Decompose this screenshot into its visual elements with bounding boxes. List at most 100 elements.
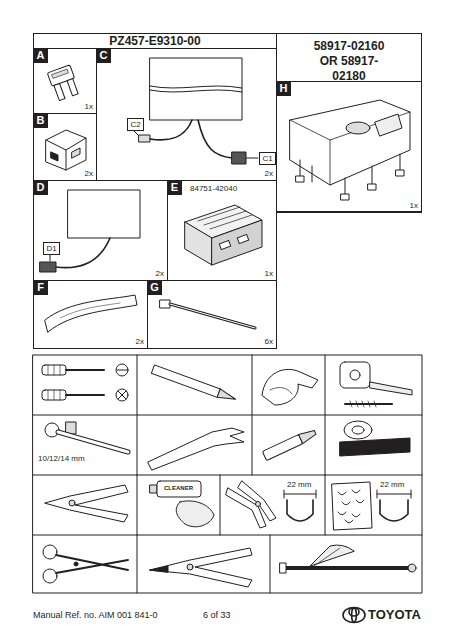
cleaner-bottle-icon: [157, 481, 201, 497]
switch-module-drawing: [237, 234, 248, 243]
callout-letter: C1: [260, 153, 275, 164]
hog-ring-pliers-icon: [226, 481, 276, 528]
dimension-line: [284, 490, 316, 498]
heater-pad-drawing: [139, 135, 150, 142]
quantity: 2x: [136, 337, 144, 346]
part-panel: H 1x: [276, 81, 422, 213]
toyota-logo: [349, 608, 359, 616]
tape-measure-icon: [370, 382, 412, 395]
part-panel: D1 D 2x: [33, 180, 168, 281]
screwdriver-icon: [42, 390, 66, 400]
switch-module-drawing: [185, 205, 262, 265]
cutter-pliers-icon: [45, 485, 128, 522]
torque-wrench-icon: [285, 566, 410, 570]
tape-roll-icon: [344, 421, 372, 439]
callout-letter: D1: [44, 243, 59, 254]
connector-drawing: [46, 130, 86, 170]
pencil-icon: [151, 365, 220, 397]
tape-roll-icon: [352, 426, 364, 434]
torque-wrench-icon: [408, 564, 416, 572]
part-letter: A: [33, 48, 48, 63]
clip-bag-icon: [332, 482, 372, 530]
console-panel-drawing: [346, 122, 370, 134]
torque-wrench-icon: [310, 545, 354, 566]
console-panel-drawing: [290, 100, 410, 200]
scissors-icon: [43, 569, 57, 583]
dimension-label: 22 mm: [287, 480, 311, 490]
cable-tie-drawing: [160, 300, 255, 328]
part-number: 58917-02160 OR 58917-02180: [304, 39, 394, 84]
dimension-line: [377, 490, 411, 498]
pencil-icon: [217, 389, 237, 404]
crimping-pliers-icon: [150, 548, 252, 587]
screwdriver-icon: [48, 390, 60, 400]
quantity: 2x: [156, 269, 164, 278]
bottle-label: CLEANER: [164, 484, 193, 492]
screwdriver-icon: [66, 394, 104, 396]
screwdriver-icon: [42, 364, 128, 401]
quantity: 2x: [85, 169, 93, 178]
cutter-pliers-icon: [45, 485, 128, 522]
console-panel-drawing: [396, 170, 404, 176]
callout-box: C1: [259, 152, 276, 165]
tools-table: [33, 355, 422, 593]
heater-pad-drawing: [150, 120, 192, 140]
callout-box: D1: [43, 242, 60, 255]
connector-drawing: [46, 138, 86, 170]
part-panel: G6x: [147, 280, 277, 349]
part-letter: D: [33, 180, 48, 195]
tape-strip-drawing: [45, 295, 137, 332]
quantity: 6x: [265, 337, 273, 346]
quantity: 1x: [85, 102, 93, 111]
screwdriver-icon: [48, 365, 60, 375]
switch-module-drawing: [185, 222, 212, 265]
tape-strip-drawing: [45, 295, 137, 332]
clip-bag-icon: [338, 490, 364, 523]
clip-bag-icon: [332, 482, 372, 530]
connector-drawing: [72, 148, 80, 158]
quantity: 1x: [410, 201, 418, 210]
quantity: 1x: [265, 269, 273, 278]
crimping-pliers-icon: [150, 548, 252, 587]
heater-pad-drawing: [134, 58, 258, 164]
hand-icon: [262, 369, 318, 405]
toyota-logo: [352, 608, 357, 622]
fuse-drawing: [67, 79, 78, 96]
screwdriver-icon: [66, 369, 104, 371]
cleaner-bottle-icon: [150, 481, 214, 527]
fuse-drawing: [47, 65, 80, 101]
dimension-line: [287, 500, 313, 521]
part-letter: H: [276, 81, 291, 96]
heater-pad-drawing: [198, 120, 232, 158]
tools-table: [137, 355, 325, 475]
console-panel-drawing: [290, 100, 410, 185]
callout-letter: C2: [128, 119, 143, 130]
marker-icon: [262, 428, 317, 461]
scissors-icon: [56, 555, 128, 573]
scissors-icon: [74, 562, 78, 566]
console-panel-drawing: [300, 154, 400, 196]
quantity: 2x: [265, 169, 273, 178]
hog-ring-pliers-icon: [238, 481, 276, 521]
cutter-pliers-icon: [69, 500, 75, 506]
tools-table: [137, 475, 325, 535]
cable-tie-drawing: [170, 304, 255, 328]
kit-number: PZ457-E9310-00: [34, 34, 276, 48]
hand-icon: [262, 369, 318, 405]
screwdriver-icon: [42, 365, 66, 375]
tools-table: [33, 355, 422, 593]
console-panel-drawing: [290, 112, 410, 185]
tape-measure-icon: [340, 362, 412, 407]
switch-module-drawing: [198, 207, 252, 229]
tape-measure-icon: [350, 401, 376, 407]
hog-ring-pliers-icon: [256, 502, 261, 507]
screwdriver-icon: [116, 364, 128, 376]
socket-wrench-icon: [58, 432, 128, 452]
marker-icon: [262, 435, 302, 461]
scissors-icon: [43, 545, 57, 559]
marker-icon: [299, 428, 318, 444]
toyota-logo: [343, 608, 365, 623]
brand-name: TOYOTA: [368, 607, 421, 622]
